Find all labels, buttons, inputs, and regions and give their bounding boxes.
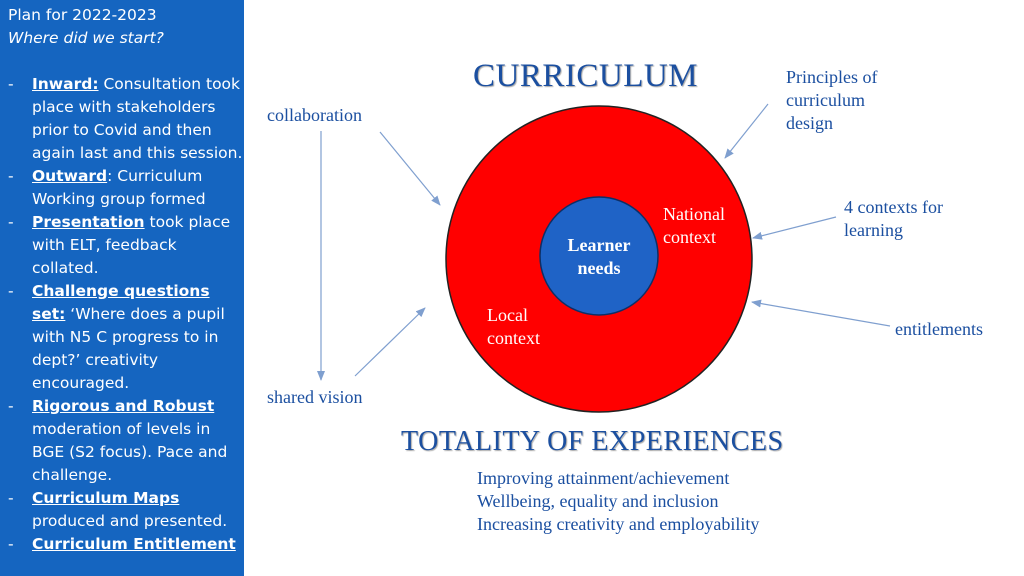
sidebar-panel: Plan for 2022-2023 Where did we start? I… [0, 0, 244, 576]
plan-item-presentation: Presentation took place with ELT, feedba… [8, 211, 244, 280]
outcomes-list: Improving attainment/achievement Wellbei… [477, 467, 759, 536]
plan-item-maps: Curriculum Maps produced and presented. [8, 487, 244, 533]
entitlements-label: entitlements [895, 319, 983, 339]
plan-item-outward: Outward: Curriculum Working group formed [8, 165, 244, 211]
arrow-collaboration [379, 131, 441, 206]
sidebar-subtitle: Where did we start? [8, 29, 164, 47]
plan-item-key: Inward: [32, 75, 99, 93]
principles-label: Principles of curriculum design [786, 67, 878, 133]
plan-item-text: ‘Where does a pupil with N5 C progress t… [32, 305, 225, 392]
arrow-shared-vision [354, 307, 426, 377]
outcome-item: Increasing creativity and employability [477, 514, 760, 534]
outcome-item: Wellbeing, equality and inclusion [477, 491, 719, 511]
local-context-label: Local context [487, 305, 540, 348]
totality-heading: TOTALITY OF EXPERIENCES [401, 426, 784, 457]
plan-item-key: Curriculum Maps [32, 489, 180, 507]
contexts-label: 4 contexts for learning [844, 197, 943, 240]
plan-list: Inward: Consultation took place with sta… [8, 73, 244, 556]
sidebar-title: Plan for 2022-2023 [8, 6, 157, 24]
arrow-contexts [752, 216, 837, 240]
plan-item-text: : Curriculum Working group formed [32, 167, 206, 208]
plan-item-key: Rigorous and Robust [32, 397, 215, 415]
plan-item-key: Presentation [32, 213, 145, 231]
national-context-label: National context [663, 204, 725, 247]
arrow-entitlements [751, 299, 891, 327]
plan-item-text: moderation of levels in BGE (S2 focus). … [32, 420, 228, 484]
plan-item-text: Consultation took place with stakeholder… [32, 75, 243, 162]
outcome-item: Improving attainment/achievement [477, 468, 730, 488]
inner-circle [539, 196, 659, 316]
plan-item-key: Outward [32, 167, 108, 185]
plan-item-moderation: Rigorous and Robust moderation of levels… [8, 395, 244, 487]
plan-item-challenge: Challenge questions set: ‘Where does a p… [8, 280, 244, 395]
plan-item-inward: Inward: Consultation took place with sta… [8, 73, 244, 165]
learner-needs-label: Learner needs [567, 235, 631, 278]
shared-vision-label: shared vision [267, 387, 363, 407]
curriculum-heading: CURRICULUM [473, 58, 699, 94]
plan-item-entitlement: Curriculum Entitlement [8, 533, 244, 556]
collaboration-label: collaboration [267, 105, 362, 125]
plan-item-text: produced and presented. [32, 512, 228, 530]
plan-item-text: took place with ELT, feedback collated. [32, 213, 231, 277]
arrow-principles [724, 103, 769, 159]
plan-item-key: Challenge questions set: [32, 282, 210, 323]
plan-item-key: Curriculum Entitlement [32, 535, 236, 553]
